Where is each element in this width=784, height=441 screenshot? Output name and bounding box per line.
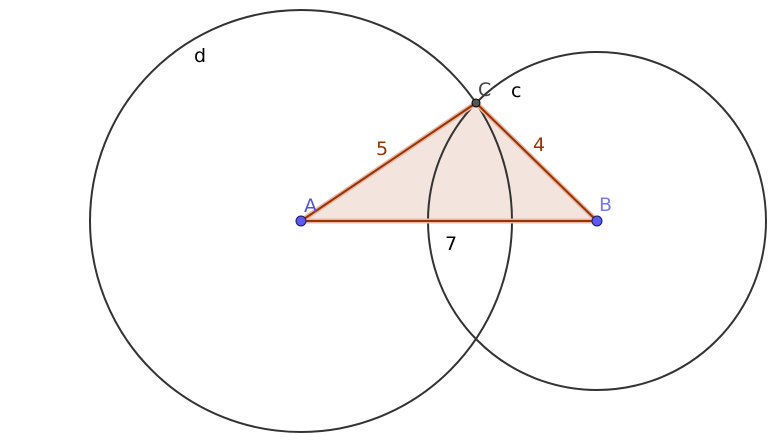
point-c[interactable] [471, 98, 481, 108]
segment-cb-length-label: 4 [533, 134, 545, 156]
triangle-abc [301, 103, 597, 221]
segment-cb [473, 100, 600, 224]
point-b-label: B [599, 194, 612, 216]
point-c-label: C [478, 79, 491, 101]
point-a-label: A [304, 195, 317, 217]
point-b[interactable] [591, 215, 603, 227]
segment-ab-length-label: 7 [445, 233, 457, 255]
segment-ac [298, 100, 479, 224]
circle-d-label: d [194, 45, 206, 67]
point-a[interactable] [295, 215, 307, 227]
segment-ac-length-label: 5 [376, 138, 388, 160]
circle-c-label: c [511, 80, 521, 102]
